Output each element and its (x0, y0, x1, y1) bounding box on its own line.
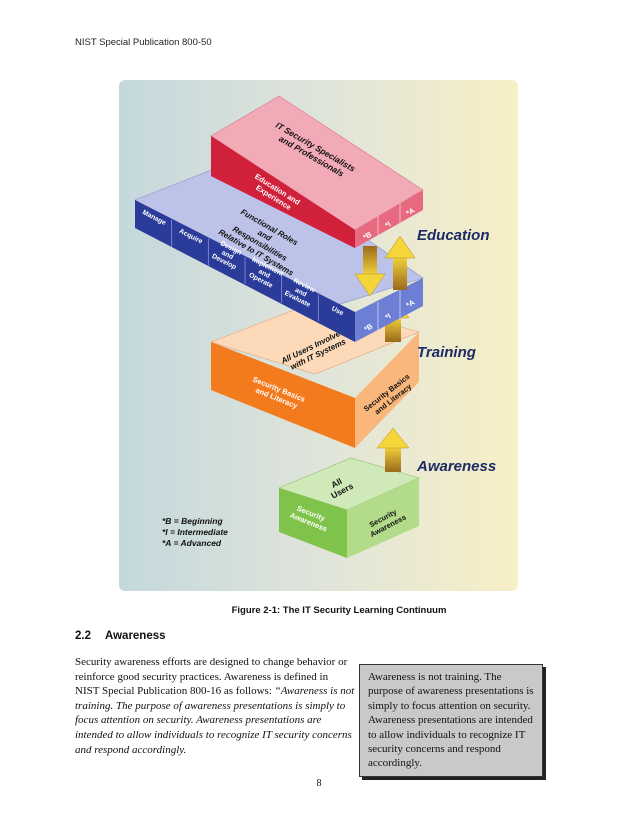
education-block: IT Security Specialists and Professional… (210, 95, 424, 248)
section-heading: 2.2 Awareness (75, 630, 166, 642)
body-paragraph: Security awareness efforts are designed … (75, 655, 355, 757)
training-level-i: *I (384, 311, 393, 321)
legend-advanced: *A = Advanced (162, 538, 222, 548)
legend-beginning: *B = Beginning (162, 516, 223, 526)
section-title: Awareness (105, 630, 166, 642)
body-intro: Security awareness efforts are designed … (75, 656, 348, 698)
education-level-i: *I (384, 219, 393, 229)
figure-caption: Figure 2-1: The IT Security Learning Con… (231, 605, 447, 616)
legend-intermediate: *I = Intermediate (162, 527, 228, 537)
page-number: 8 (316, 778, 322, 789)
stage-label-training: Training (417, 344, 476, 361)
arrow-down-education-training (354, 246, 386, 297)
learning-continuum-figure: All Users Security Awareness Security Aw… (119, 80, 518, 591)
arrow-up-training (384, 235, 416, 290)
page-header: NIST Special Publication 800-50 (75, 37, 212, 48)
stage-label-awareness: Awareness (416, 458, 496, 475)
section-number: 2.2 (75, 630, 91, 642)
awareness-block: All Users Security Awareness Security Aw… (278, 457, 420, 558)
arrow-up-awareness (376, 427, 410, 472)
training-block: Functional Roles and Responsibilities Re… (134, 155, 424, 342)
body-quote: “Awareness is not training. The purpose … (75, 685, 355, 756)
stage-label-education: Education (417, 227, 490, 244)
training-role-label: Use (330, 305, 344, 317)
level-legend: *B = Beginning *I = Intermediate *A = Ad… (162, 516, 228, 548)
definition-callout-box: Awareness is not training. The purpose o… (359, 664, 543, 777)
